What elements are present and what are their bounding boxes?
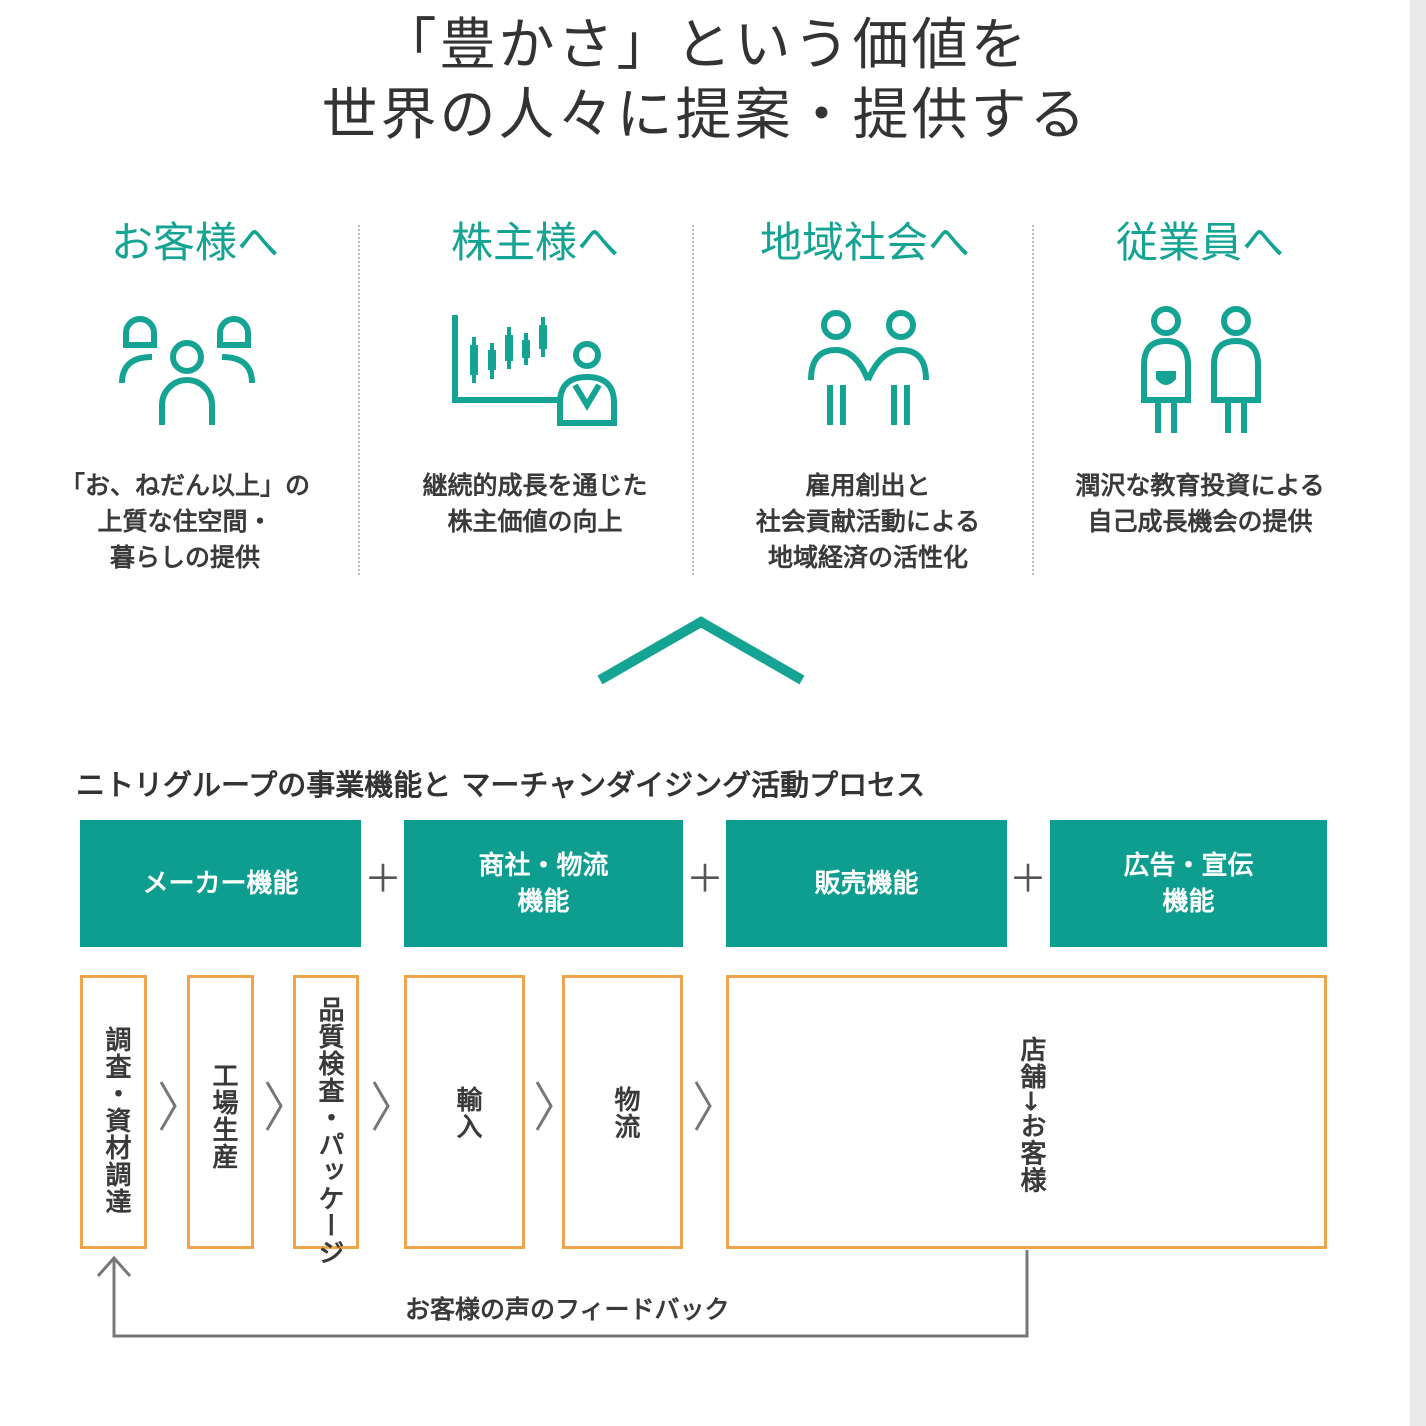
plus-icon: ＋: [685, 857, 724, 901]
stakeholder-title-shareholders: 株主様へ: [450, 218, 619, 267]
feedback-label: お客様の声のフィードバック: [405, 1295, 730, 1324]
chevron-right-icon: [159, 1081, 177, 1131]
function-sales: 販売機能: [726, 820, 1007, 947]
column-divider: [1032, 225, 1034, 575]
process-research-procurement: 調査・資材調達: [80, 975, 147, 1249]
up-chevron-icon: [597, 616, 805, 685]
headline-line-2: 世界の人々に提案・提供する: [321, 83, 1089, 148]
stakeholder-desc-community: 雇用創出と 社会貢献活動による 地域経済の活性化: [755, 471, 981, 572]
process-logistics: 物流: [562, 975, 683, 1249]
page-edge: [1410, 0, 1426, 1426]
process-quality-packaging: 品質検査・パッケージ: [293, 975, 359, 1266]
community-people-icon: [808, 310, 929, 425]
chevron-right-icon: [535, 1081, 553, 1131]
stakeholder-title-community: 地域社会へ: [759, 218, 970, 267]
stakeholder-desc-shareholders: 継続的成長を通じた 株主価値の向上: [422, 471, 648, 536]
stakeholder-desc-customers: 「お、ねだん以上」の 上質な住空間・ 暮らしの提供: [59, 471, 310, 572]
stakeholder-desc-employees: 潤沢な教育投資による 自己成長機会の提供: [1075, 471, 1325, 536]
employees-icon: [1141, 306, 1261, 433]
function-advertising: 広告・宣伝機能: [1050, 820, 1327, 947]
process-import: 輸入: [404, 975, 525, 1249]
section-title: ニトリグループの事業機能と マーチャンダイジング活動プロセス: [76, 768, 926, 802]
process-factory-production: 工場生産: [187, 975, 254, 1249]
plus-icon: ＋: [363, 857, 402, 901]
feedback-loop-arrow: [96, 1250, 1029, 1338]
function-maker: メーカー機能: [80, 820, 361, 947]
shareholder-chart-icon: [452, 315, 617, 426]
chevron-right-icon: [372, 1081, 390, 1131]
customers-family-icon: [119, 316, 255, 425]
chevron-right-icon: [265, 1081, 283, 1131]
function-trading-logistics: 商社・物流機能: [404, 820, 683, 947]
column-divider: [358, 225, 360, 575]
column-divider: [692, 225, 694, 575]
process-store-to-customer: 店舗→お客様: [726, 975, 1327, 1249]
chevron-right-icon: [694, 1081, 712, 1131]
stakeholder-title-employees: 従業員へ: [1115, 218, 1284, 267]
plus-icon: ＋: [1008, 857, 1047, 901]
stakeholder-title-customers: お客様へ: [110, 218, 279, 267]
headline-line-1: 「豊かさ」という価値を: [380, 13, 1030, 78]
